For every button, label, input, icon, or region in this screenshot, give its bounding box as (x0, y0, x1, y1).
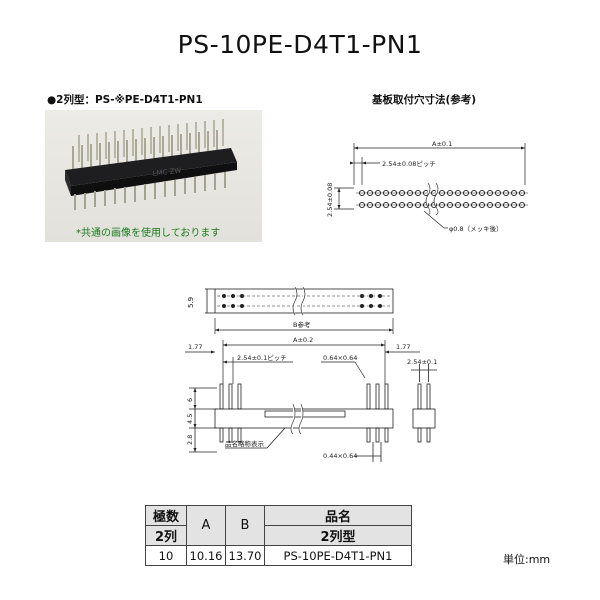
table-header-type: 2列型 (264, 525, 412, 546)
spec-table: 極数 A B 品名 2列 2列型 10 10.16 13.70 PS-10PE-… (145, 505, 412, 566)
dim-a-label: A±0.2 (293, 336, 313, 344)
photo-section-label: ●2列型：PS-※PE-D4T1-PN1 (47, 94, 203, 106)
dim-offset-right-label: 1.77 (396, 343, 410, 351)
dim-h1-label: 6 (186, 398, 194, 402)
dim-post-bottom-label: 0.44×0.64 (323, 452, 357, 460)
marking-label: 品名略称表示 (225, 439, 265, 448)
table-header-b: B (225, 505, 265, 546)
dim-h2-label: 4.5 (186, 414, 194, 424)
table-header-rows: 2列 (145, 525, 187, 546)
table-row: 10 10.16 13.70 PS-10PE-D4T1-PN1 (145, 545, 412, 566)
table-header-poles: 極数 (145, 505, 187, 526)
unit-label: 単位:mm (503, 553, 551, 566)
pcb-dim-hole-label: φ0.8（メッキ後） (449, 224, 503, 233)
dim-b-label: B参考 (293, 320, 311, 329)
svg-text:LMC ZW: LMC ZW (152, 167, 182, 178)
product-photo: LMC ZW (45, 110, 262, 242)
table-cell-b: 13.70 (225, 545, 265, 566)
pcb-dim-row-label: 2.54±0.08 (326, 183, 334, 217)
table-cell-poles: 10 (145, 545, 187, 566)
table-cell-a: 10.16 (186, 545, 226, 566)
pcb-dim-a-label: A±0.1 (432, 140, 452, 148)
pcb-section-label: 基板取付穴寸法(参考) (372, 94, 477, 106)
table-cell-name: PS-10PE-D4T1-PN1 (264, 545, 412, 566)
dim-post-label: 0.64×0.64 (323, 354, 357, 362)
dim-pitch-label: 2.54±0.1ピッチ (237, 354, 287, 362)
dim-offset-left-label: 1.77 (188, 343, 202, 351)
pcb-hole-drawing: A±0.1 2.54±0.08ピッチ 2.54±0.08 φ0.8（メッキ後） (326, 140, 528, 233)
table-header-name: 品名 (264, 505, 412, 526)
dim-h3-label: 2.8 (186, 435, 194, 445)
pcb-dim-pitch-label: 2.54±0.08ピッチ (382, 160, 436, 168)
table-header-a: A (186, 505, 226, 546)
connector-dimension-drawing: 5.9 B参考 A±0.2 1.77 1.77 2.54±0.1ピッチ 0.64… (185, 286, 437, 462)
dim-side-pitch-label: 2.54±0.1 (407, 358, 437, 366)
connector-photo-illustration: LMC ZW (45, 110, 262, 242)
page-title: PS-10PE-D4T1-PN1 (177, 30, 423, 59)
dim-width-label: 5.9 (187, 297, 195, 308)
photo-caption: *共通の画像を使用しております (76, 228, 221, 239)
